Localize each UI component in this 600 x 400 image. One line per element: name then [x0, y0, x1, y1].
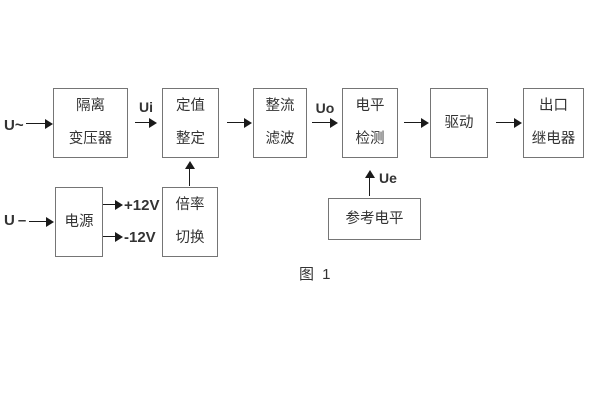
dc-input-label: U–	[4, 212, 30, 229]
arrow-ac-to-isolation	[26, 118, 53, 130]
block-isolation-transformer: 隔离 变压器	[53, 88, 128, 158]
signal-uo-label: Uo	[315, 100, 335, 116]
arrow-rectify-to-level	[312, 117, 338, 129]
plus12v-label: +12V	[124, 197, 160, 214]
ac-input-label: U~	[4, 117, 24, 134]
signal-ui-label: Ui	[139, 99, 153, 115]
block-label-line: 驱动	[444, 114, 474, 131]
arrow-ratio-to-setting	[184, 161, 196, 186]
block-label-line: 电源	[64, 213, 94, 230]
figure-caption: 图 1	[299, 266, 333, 283]
arrow-power-plus12v	[103, 199, 123, 211]
arrow-reference-to-level	[364, 170, 376, 196]
arrow-isolation-to-setting	[135, 117, 157, 129]
block-level-detect: 电平 检测	[342, 88, 398, 158]
block-label-line: 切换	[175, 230, 205, 246]
block-label-line: 整流	[265, 98, 295, 114]
arrow-power-minus12v	[103, 231, 123, 243]
arrow-level-to-drive	[404, 117, 429, 129]
block-label-line: 电平	[355, 98, 385, 114]
block-reference-level: 参考电平	[328, 198, 421, 240]
block-label-line: 倍率	[175, 197, 205, 213]
minus12v-label: -12V	[124, 229, 156, 246]
block-label-line: 变压器	[68, 131, 113, 147]
arrow-dc-to-power	[29, 216, 54, 228]
block-drive: 驱动	[430, 88, 488, 158]
block-label-line: 继电器	[531, 131, 576, 147]
block-rectify-filter: 整流 滤波	[253, 88, 307, 158]
arrow-drive-to-relay	[496, 117, 522, 129]
block-label-line: 出口	[539, 98, 568, 114]
block-label-line: 检测	[355, 131, 385, 147]
block-label-line: 参考电平	[345, 210, 404, 227]
arrow-setting-to-rectify	[227, 117, 252, 129]
block-label-line: 滤波	[265, 131, 295, 147]
block-ratio-switch: 倍率 切换	[162, 187, 218, 257]
signal-ue-label: Ue	[379, 170, 397, 186]
block-label-line: 定值	[176, 98, 205, 114]
block-value-setting: 定值 整定	[162, 88, 219, 158]
block-power-supply: 电源	[55, 187, 103, 257]
block-label-line: 隔离	[76, 98, 105, 114]
block-output-relay: 出口 继电器	[523, 88, 584, 158]
block-label-line: 整定	[176, 131, 205, 147]
